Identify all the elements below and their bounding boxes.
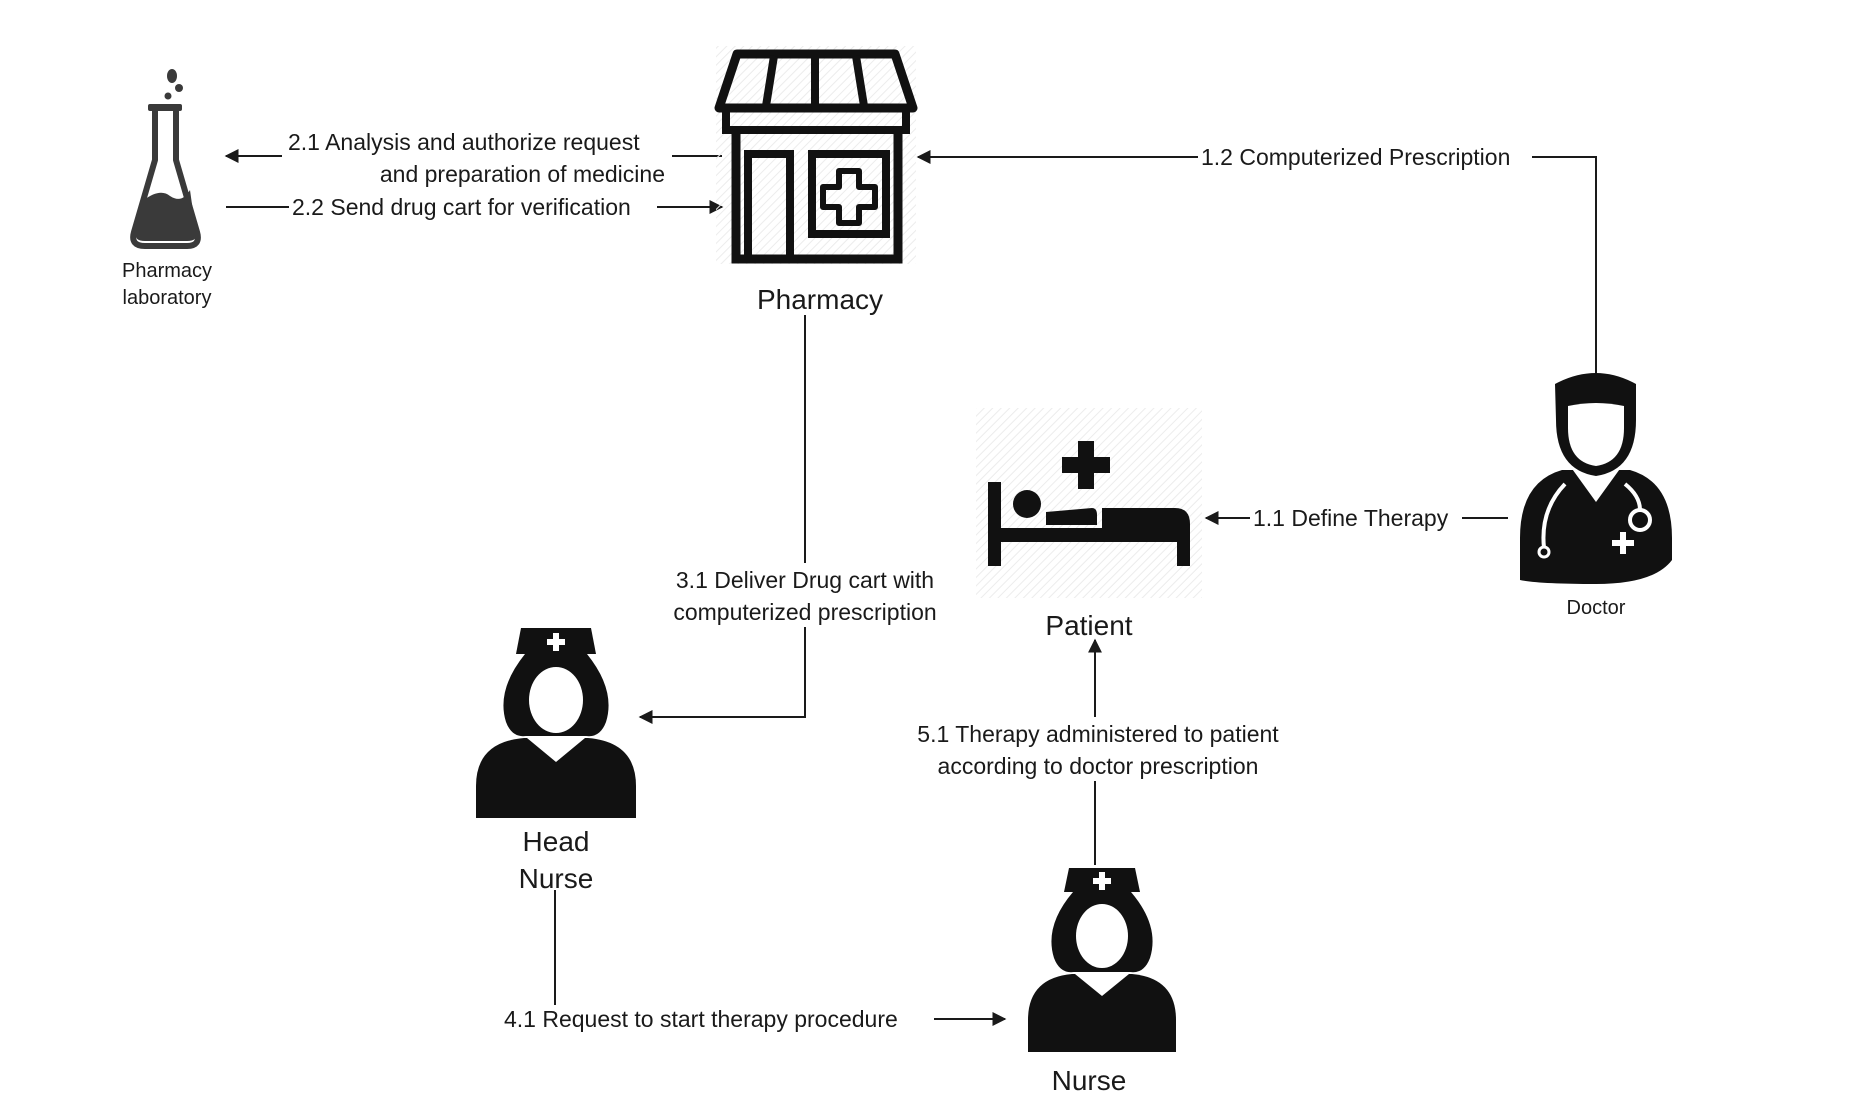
nurse-icon: [1028, 868, 1176, 1052]
edge-5-1-label-line1: 5.1 Therapy administered to patient: [917, 721, 1279, 747]
flask-icon: [130, 69, 201, 249]
hospital-bed-icon: [976, 408, 1202, 598]
doctor-label: Doctor: [1567, 597, 1626, 619]
edge-3-1-label-line2: computerized prescription: [673, 599, 936, 625]
lab-label-line2: laboratory: [123, 287, 212, 309]
doctor-icon: [1520, 373, 1672, 584]
edge-1-1-label: 1.1 Define Therapy: [1253, 505, 1449, 531]
nurse-label: Nurse: [1052, 1065, 1127, 1095]
edge-3-1-arrow: [638, 315, 806, 724]
edge-5-1-label-line2: according to doctor prescription: [938, 753, 1259, 779]
head-nurse-label-line2: Nurse: [519, 863, 594, 894]
lab-label-line1: Pharmacy: [122, 260, 212, 282]
head-nurse-icon: [476, 628, 636, 818]
edge-2-2-label: 2.2 Send drug cart for verification: [292, 194, 631, 220]
edge-1-2-arrow: [916, 150, 1597, 376]
edge-4-1-label: 4.1 Request to start therapy procedure: [504, 1006, 898, 1032]
edge-2-1-label-line2: and preparation of medicine: [380, 161, 665, 187]
pharmacy-label: Pharmacy: [757, 284, 883, 315]
edge-1-2-label: 1.2 Computerized Prescription: [1201, 144, 1510, 170]
patient-label: Patient: [1045, 610, 1132, 641]
edge-2-1-label-line1: 2.1 Analysis and authorize request: [288, 129, 640, 155]
head-nurse-label-line1: Head: [523, 826, 590, 857]
edge-4-1-arrow: [554, 890, 1007, 1026]
edge-3-1-label-line1: 3.1 Deliver Drug cart with: [676, 567, 934, 593]
pharmacy-store-icon: [714, 46, 918, 264]
